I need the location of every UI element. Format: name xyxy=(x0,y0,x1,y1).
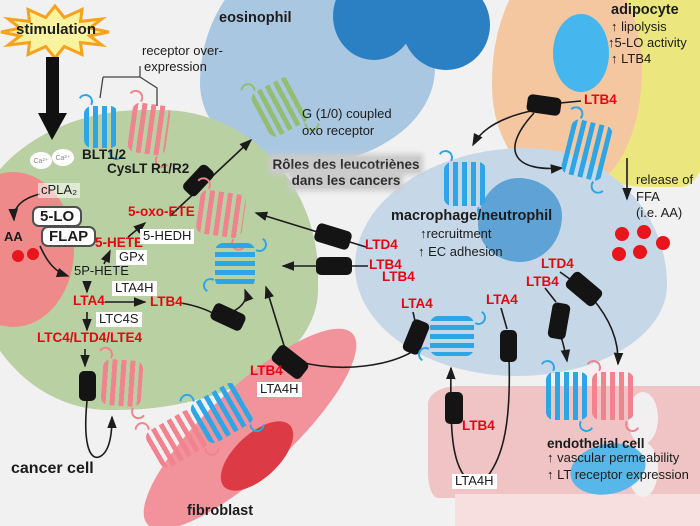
ltd4-to-cancer-label: LTD4 xyxy=(365,237,398,252)
calcium-label: Ca²⁺ xyxy=(33,157,49,165)
blt12-label: BLT1/2 xyxy=(82,147,127,162)
oxo-receptor-label-line2: oxo receptor xyxy=(302,123,375,138)
ffa-dot xyxy=(633,245,647,259)
adipocyte-ltb4-label: LTB4 xyxy=(584,92,617,107)
adipocyte-nucleus xyxy=(553,14,609,92)
release-line1: release of xyxy=(636,172,694,187)
transporter-ltc4-cancer xyxy=(79,371,96,401)
ltb4-to-cancer-label-1: LTB4 xyxy=(369,257,402,272)
ffa-dot xyxy=(612,247,626,261)
fibroblast-lta4h-box: LTA4H xyxy=(257,381,302,397)
cancer-cyslt-surface-receptor-icon xyxy=(195,189,247,239)
adipocyte-effect-ltb4: ↑ LTB4 xyxy=(611,51,652,66)
flap-box: FLAP xyxy=(41,226,97,248)
ffa-dot xyxy=(637,225,651,239)
cancer-bottom-receptor-icon xyxy=(100,358,144,408)
macrophage-effect-ec-adhesion: ↑ EC adhesion xyxy=(418,244,503,259)
lta4h-box: LTA4H xyxy=(112,280,157,296)
transporter-ltd4-macrophage xyxy=(313,222,353,251)
aa-dot xyxy=(27,248,39,260)
5-lo-box: 5-LO xyxy=(32,206,83,228)
aa-dot xyxy=(12,250,24,262)
calcium-ion: Ca²⁺ xyxy=(52,149,74,166)
macrophage-label: macrophage/neutrophil xyxy=(391,208,553,224)
endothelial-effect-permeability: ↑ vascular permeability xyxy=(547,450,680,465)
5-hedh-box: 5-HEDH xyxy=(140,228,195,244)
transporter-lta4-macrophage-right xyxy=(500,330,517,362)
endothelial-red-receptor-icon xyxy=(592,372,634,420)
ltb4-to-cancer-label-2: LTB4 xyxy=(382,269,415,284)
lta4-right-label: LTA4 xyxy=(486,292,518,307)
ltb4-label: LTB4 xyxy=(150,294,183,309)
figure-title-line2: dans les cancers xyxy=(291,172,401,188)
aa-label: AA xyxy=(4,229,23,244)
macrophage-nucleus xyxy=(478,178,562,262)
release-line3: (i.e. AA) xyxy=(636,205,683,220)
adipocyte-label: adipocyte xyxy=(611,2,679,18)
oxo-receptor-label-line1: G (1/0) coupled xyxy=(302,106,392,121)
ffa-dot xyxy=(615,227,629,241)
gpx-box: GPx xyxy=(116,249,148,265)
lta4-left-label: LTA4 xyxy=(401,296,433,311)
endothelial-effect-lt-receptor: ↑ LT receptor expression xyxy=(547,467,689,482)
ltc4s-box: LTC4S xyxy=(96,311,142,327)
endothelial-lta4h-box: LTA4H xyxy=(452,473,497,489)
macrophage-effect-recruitment: ↑recruitment xyxy=(420,226,492,241)
macrophage-bottom-receptor-icon xyxy=(430,316,474,356)
adipocyte-effect-lipolysis: ↑ lipolysis xyxy=(611,19,667,34)
figure-title: Rôles des leucotriènes dans les cancers xyxy=(248,157,444,189)
5p-hete-label: 5P-HETE xyxy=(74,263,129,278)
receptor-overexpression-line1: receptor over- xyxy=(142,43,223,58)
fibroblast-ltb4-label: LTB4 xyxy=(250,363,283,378)
figure-title-line1: Rôles des leucotriènes xyxy=(272,157,420,172)
cyslt-receptor-icon xyxy=(126,101,172,157)
cyslt-label: CysLT R1/R2 xyxy=(107,161,190,176)
transporter-ltb4-endothelial xyxy=(445,392,463,424)
stimulation-label: stimulation xyxy=(15,21,96,38)
macrophage-top-receptor-icon xyxy=(444,162,486,206)
ffa-dot xyxy=(656,236,670,250)
cysteinyl-lt-label: LTC4/LTD4/LTE4 xyxy=(37,330,143,345)
blt12-receptor-icon xyxy=(84,106,118,148)
calcium-label: Ca²⁺ xyxy=(55,154,71,162)
lta4-label: LTA4 xyxy=(73,293,105,308)
endothelial-blue-receptor-icon xyxy=(546,372,588,420)
eosinophil-label: eosinophil xyxy=(219,10,292,26)
endothelial-label: endothelial cell xyxy=(547,436,645,451)
endothelial-ltb4-label: LTB4 xyxy=(462,418,495,433)
cancer-blt-surface-receptor-icon xyxy=(215,243,255,287)
cpla2-label: cPLA₂ xyxy=(38,182,81,198)
5-hete-label: 5-HETE xyxy=(95,235,144,250)
5-oxo-ete-label: 5-oxo-ETE xyxy=(128,204,195,219)
calcium-ion: Ca²⁺ xyxy=(30,152,52,169)
cancer-cell-label: cancer cell xyxy=(11,460,94,477)
adipocyte-effect-5lo: ↑5-LO activity xyxy=(608,35,687,50)
endothelial-lower-strip xyxy=(455,494,700,526)
ltb4-down-label: LTB4 xyxy=(526,274,559,289)
transporter-ltb4-macrophage xyxy=(316,257,352,275)
eosinophil-nucleus-lobe2 xyxy=(402,0,490,70)
receptor-overexpression-line2: expression xyxy=(144,59,207,74)
fibroblast-label: fibroblast xyxy=(187,503,254,519)
release-line2: FFA xyxy=(636,189,660,204)
ltd4-down-label: LTD4 xyxy=(541,256,574,271)
